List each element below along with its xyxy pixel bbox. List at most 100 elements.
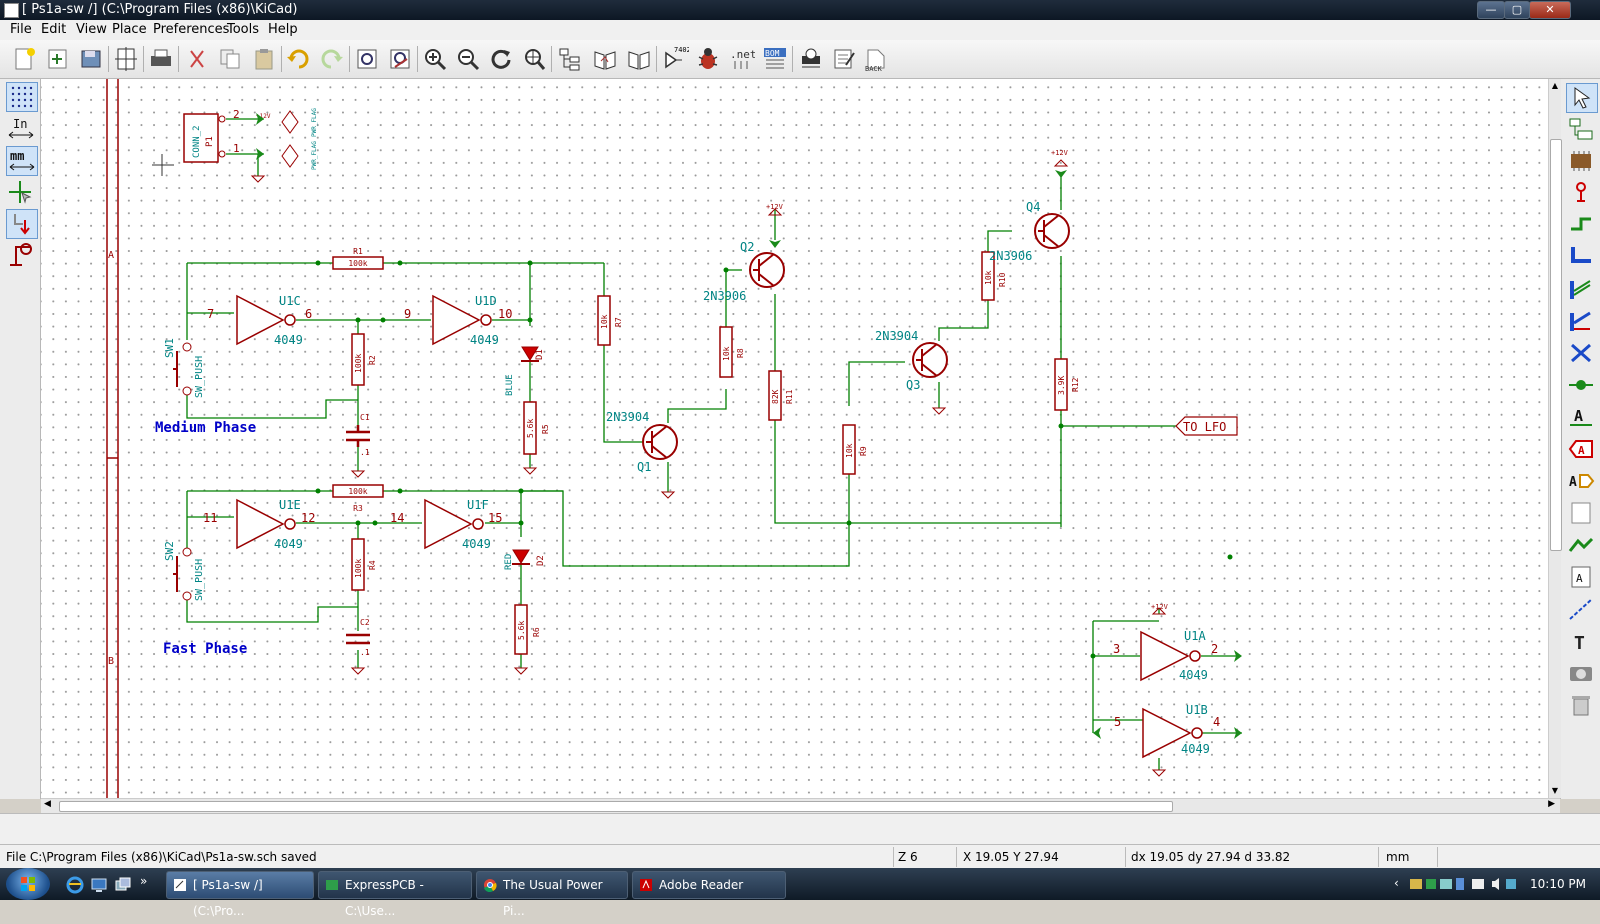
scroll-down-arrow-icon[interactable]: ▼ [1551, 786, 1559, 795]
zoom-fit-icon[interactable] [520, 45, 548, 73]
hidden-pins-icon[interactable] [6, 209, 38, 239]
add-image-icon[interactable] [1566, 659, 1596, 687]
annotate-icon[interactable]: 7402 [661, 45, 689, 73]
resistor-r1[interactable]: 100k R1 [332, 247, 384, 270]
zoom-out-icon[interactable] [454, 45, 482, 73]
resistor-r8[interactable]: 10k R8 [719, 326, 745, 378]
add-wire-icon[interactable] [1566, 211, 1596, 239]
tray-expand-icon[interactable]: ‹ [1394, 876, 1399, 890]
inverter-u1a[interactable]: U1A 4049 3 2 [1113, 629, 1218, 682]
menu-edit[interactable]: Edit [41, 22, 67, 37]
scroll-up-arrow-icon[interactable]: ▲ [1551, 81, 1559, 90]
paste-icon[interactable] [250, 45, 278, 73]
sheet-pin-icon[interactable]: A [1566, 563, 1596, 591]
redraw-icon[interactable] [487, 45, 515, 73]
schematic-canvas[interactable]: A B [41, 79, 1548, 798]
add-component-icon[interactable] [1566, 147, 1596, 175]
inverter-u1d[interactable]: U1D 4049 9 10 [404, 294, 512, 347]
menu-file[interactable]: File [10, 22, 32, 37]
connector-p1[interactable]: CONN_2 P1 2 1 PWR_FLAG PWR_FLAG +12V [183, 108, 318, 170]
wire-to-bus-icon[interactable] [1566, 275, 1596, 303]
resistor-r10[interactable]: 10k R10 [981, 251, 1007, 301]
led-d1[interactable]: D1 BLUE [505, 346, 545, 396]
quicklaunch-expand-icon[interactable]: » [140, 874, 148, 888]
import-pin-icon[interactable] [1566, 531, 1596, 559]
menu-tools[interactable]: Tools [227, 22, 260, 37]
redo-icon[interactable] [318, 45, 346, 73]
back-annotate-icon[interactable]: BACK [862, 45, 890, 73]
transistor-q3[interactable]: 2N3904 Q3 [875, 329, 948, 392]
library-editor-icon[interactable] [591, 45, 619, 73]
zoom-in-icon[interactable] [421, 45, 449, 73]
junction-icon[interactable] [1566, 371, 1596, 399]
show-desktop-icon[interactable] [90, 876, 108, 894]
menu-help[interactable]: Help [268, 22, 298, 37]
resistor-r3[interactable]: 100k R3 [332, 484, 384, 513]
resistor-r7[interactable]: 10k R7 [597, 295, 623, 346]
undo-icon[interactable] [284, 45, 312, 73]
capacitor-c2[interactable]: C2 .1 [346, 618, 370, 657]
save-icon[interactable] [77, 45, 105, 73]
cursor-shape-icon[interactable] [6, 178, 36, 206]
hierarchical-sheet-icon[interactable] [1566, 499, 1596, 527]
grid-toggle-icon[interactable] [6, 82, 38, 112]
system-tray-icons[interactable] [1408, 876, 1518, 892]
switch-sw1[interactable]: SW1 SW_PUSH [163, 338, 205, 398]
menu-view[interactable]: View [76, 22, 107, 37]
scroll-right-arrow-icon[interactable]: ▶ [1548, 799, 1555, 809]
erc-icon[interactable] [694, 45, 722, 73]
units-mm-icon[interactable]: mm [6, 146, 38, 176]
transistor-q4[interactable]: Q4 2N3906 [989, 200, 1070, 263]
capacitor-c1[interactable]: C1 .1 [346, 413, 370, 457]
find-icon[interactable] [353, 45, 381, 73]
close-button[interactable]: ✕ [1529, 1, 1571, 19]
graphic-line-icon[interactable] [1566, 595, 1596, 623]
new-schematic-icon[interactable] [10, 45, 38, 73]
start-button[interactable] [6, 868, 50, 900]
led-d2[interactable]: D2 RED [504, 549, 546, 570]
wire-direction-icon[interactable] [6, 241, 36, 269]
page-settings-icon[interactable] [112, 45, 140, 73]
resistor-r5[interactable]: 5.6k R5 [523, 401, 550, 455]
select-arrow-icon[interactable] [1566, 83, 1598, 113]
inverter-u1b[interactable]: U1B 4049 5 4 [1114, 703, 1220, 759]
bom-icon[interactable]: BOM [761, 45, 789, 73]
global-label-icon[interactable]: A [1566, 435, 1596, 463]
inverter-u1c[interactable]: U1C 4049 7 6 [207, 294, 312, 347]
resistor-r9[interactable]: 10k R9 [842, 424, 868, 475]
resistor-r12[interactable]: 3.9K R12 [1054, 358, 1080, 411]
inverter-u1f[interactable]: U1F 4049 14 15 [390, 498, 502, 551]
task-browser[interactable]: The Usual Power Pi... [476, 871, 628, 918]
units-inch-icon[interactable]: In [6, 115, 36, 143]
vertical-scroll-thumb[interactable] [1550, 139, 1562, 551]
vertical-scrollbar[interactable]: ▲ ▼ [1548, 79, 1562, 798]
transistor-q1[interactable]: 2N3904 Q1 [606, 410, 678, 474]
delete-icon[interactable] [1566, 691, 1596, 719]
scroll-left-arrow-icon[interactable]: ◀ [44, 799, 51, 809]
menu-preferences[interactable]: Preferences [153, 22, 230, 37]
menu-place[interactable]: Place [112, 22, 147, 37]
cut-icon[interactable] [183, 45, 211, 73]
resistor-r11[interactable]: 82K R11 [768, 370, 794, 421]
hierarchy-navigator-icon[interactable] [556, 45, 584, 73]
pcbnew-icon[interactable] [830, 45, 858, 73]
resistor-r6[interactable]: 5.6k R6 [514, 604, 541, 655]
find-replace-icon[interactable] [386, 45, 414, 73]
graphic-text-icon[interactable]: T [1566, 627, 1596, 655]
resistor-r4[interactable]: 100k R4 [351, 538, 377, 591]
netlist-icon[interactable]: .net [727, 45, 755, 73]
switch-sw2[interactable]: SW2 SW_PUSH [163, 541, 205, 601]
task-adobe-reader[interactable]: Adobe Reader [632, 871, 786, 899]
copy-icon[interactable] [216, 45, 244, 73]
inverter-u1e[interactable]: U1E 4049 11 12 [203, 498, 315, 551]
horizontal-scrollbar[interactable]: ◀ ▶ [41, 798, 1560, 813]
hierarchy-icon[interactable] [1566, 115, 1596, 143]
minimize-button[interactable]: — [1477, 1, 1505, 19]
cvpcb-icon[interactable] [797, 45, 825, 73]
net-label-icon[interactable]: A [1566, 403, 1596, 431]
task-expresspcb[interactable]: ExpressPCB - C:\Use... [318, 871, 472, 918]
hierarchical-label-icon[interactable]: A [1566, 467, 1596, 495]
label-to-lfo[interactable]: TO LFO [1175, 416, 1238, 436]
library-browser-icon[interactable] [625, 45, 653, 73]
no-connect-icon[interactable] [1566, 339, 1596, 367]
